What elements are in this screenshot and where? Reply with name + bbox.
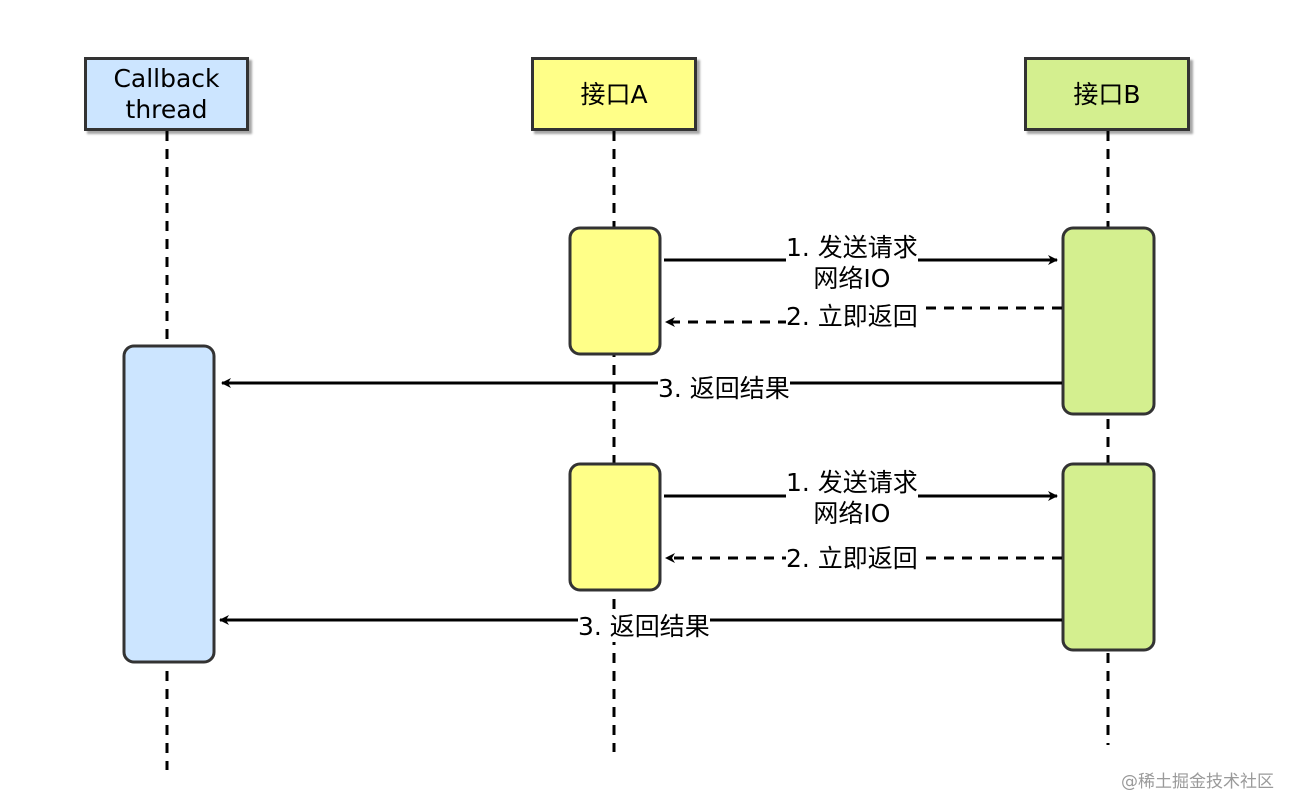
message-result-2-text: 3. 返回结果 [578,612,710,641]
message-send-request-1: 1. 发送请求 网络IO [786,232,918,294]
message-return-result-2: 3. 返回结果 [578,611,710,642]
participant-b-label: 接口B [1073,79,1141,109]
participant-callback-line1: Callback [113,64,220,93]
activation-callback [122,344,216,664]
message-return-result-1: 3. 返回结果 [658,373,790,404]
message-return-2-text: 2. 立即返回 [786,544,918,573]
participant-callback-line2: thread [125,95,208,124]
message-send-request-2: 1. 发送请求 网络IO [786,467,918,529]
message-return-1-text: 2. 立即返回 [786,302,918,331]
participant-a-label: 接口A [580,79,648,109]
activation-a-1 [568,226,662,356]
activation-b-1 [1061,226,1156,416]
message-return-immediately-2: 2. 立即返回 [786,543,918,574]
activation-a-2 [568,462,662,592]
message-result-1-text: 3. 返回结果 [658,374,790,403]
message-send-1-line2: 网络IO [813,264,891,293]
participant-interface-b: 接口B [1024,57,1190,131]
watermark: @稀土掘金技术社区 [1121,772,1274,792]
activation-b-2 [1061,462,1156,652]
message-send-2-line2: 网络IO [813,499,891,528]
message-send-2-line1: 1. 发送请求 [786,468,918,497]
message-return-immediately-1: 2. 立即返回 [786,301,918,332]
arrow-return-1-path [665,306,1062,327]
message-send-1-line1: 1. 发送请求 [786,233,918,262]
participant-interface-a: 接口A [531,57,697,131]
participant-callback-thread: Callback thread [84,57,249,131]
